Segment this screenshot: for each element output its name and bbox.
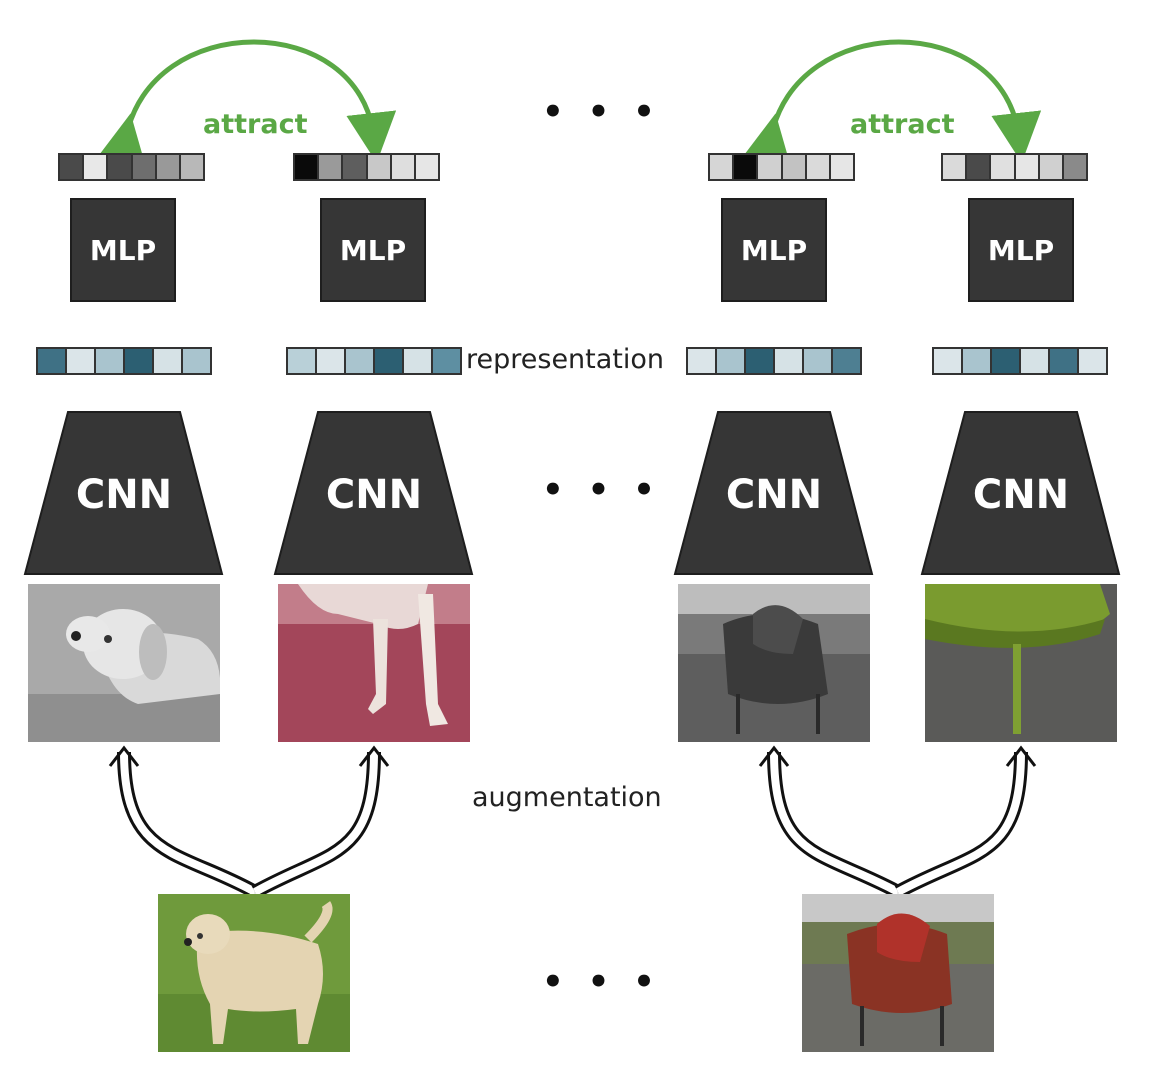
rep-cell bbox=[346, 349, 375, 373]
rep-cell bbox=[1021, 349, 1050, 373]
rep-cell bbox=[183, 349, 210, 373]
representation-label: representation bbox=[466, 344, 665, 375]
rep-cell bbox=[1050, 349, 1079, 373]
rep-cell bbox=[833, 349, 860, 373]
attract-arrow-left bbox=[96, 39, 397, 168]
augmented-image-dog-legs-red bbox=[278, 584, 470, 742]
proj-cell bbox=[967, 155, 992, 179]
rep-cell bbox=[67, 349, 96, 373]
proj-cell bbox=[132, 155, 157, 179]
rep-cell bbox=[38, 349, 67, 373]
proj-cell bbox=[84, 155, 109, 179]
rep-cell bbox=[96, 349, 125, 373]
proj-cell bbox=[806, 155, 831, 179]
aug-arrow-chair-left bbox=[767, 751, 902, 899]
proj-cell bbox=[1015, 155, 1040, 179]
rep-cell bbox=[934, 349, 963, 373]
rep-cell bbox=[125, 349, 154, 373]
proj-cell bbox=[295, 155, 320, 179]
proj-cell bbox=[60, 155, 85, 179]
mlp-box-4: MLP bbox=[968, 198, 1074, 302]
attract-label-right: attract bbox=[850, 109, 955, 140]
mlp-box-2: MLP bbox=[320, 198, 426, 302]
proj-cell bbox=[1039, 155, 1064, 179]
rep-cell bbox=[688, 349, 717, 373]
proj-cell bbox=[1063, 155, 1087, 179]
proj-cell bbox=[782, 155, 807, 179]
rep-cell bbox=[154, 349, 183, 373]
cnn-label-4: CNN bbox=[972, 472, 1070, 518]
cnn-label-1: CNN bbox=[75, 472, 173, 518]
proj-cell bbox=[415, 155, 439, 179]
mlp-box-1: MLP bbox=[70, 198, 176, 302]
proj-cell bbox=[734, 155, 759, 179]
attract-arrow-right bbox=[741, 39, 1042, 168]
rep-cell bbox=[746, 349, 775, 373]
rep-cell bbox=[288, 349, 317, 373]
attract-label-left: attract bbox=[203, 109, 308, 140]
proj-cell bbox=[758, 155, 783, 179]
original-image-dog bbox=[158, 894, 350, 1052]
proj-cell bbox=[710, 155, 735, 179]
proj-cell bbox=[156, 155, 181, 179]
representation-vector-4 bbox=[932, 347, 1108, 375]
cnn-trapezoid-2 bbox=[273, 411, 474, 575]
cnn-trapezoid-4 bbox=[920, 411, 1121, 575]
projection-vector-3 bbox=[708, 153, 855, 181]
rep-cell bbox=[433, 349, 460, 373]
projection-vector-1 bbox=[58, 153, 205, 181]
proj-cell bbox=[991, 155, 1016, 179]
rep-cell bbox=[317, 349, 346, 373]
original-image-chair bbox=[802, 894, 994, 1052]
projection-vector-2 bbox=[293, 153, 440, 181]
proj-cell bbox=[343, 155, 368, 179]
rep-cell bbox=[404, 349, 433, 373]
proj-cell bbox=[108, 155, 133, 179]
representation-vector-2 bbox=[286, 347, 462, 375]
cnn-trapezoid-1 bbox=[23, 411, 224, 575]
ellipsis-top: • • • bbox=[542, 92, 661, 132]
aug-arrow-dog-left bbox=[117, 751, 259, 899]
augmented-image-chair-green bbox=[925, 584, 1117, 742]
rep-cell bbox=[375, 349, 404, 373]
ellipsis-bottom: • • • bbox=[542, 962, 661, 1002]
cnn-label-2: CNN bbox=[325, 472, 423, 518]
proj-cell bbox=[367, 155, 392, 179]
proj-cell bbox=[830, 155, 854, 179]
proj-cell bbox=[391, 155, 416, 179]
representation-vector-3 bbox=[686, 347, 862, 375]
cnn-label-3: CNN bbox=[725, 472, 823, 518]
proj-cell bbox=[180, 155, 204, 179]
proj-cell bbox=[943, 155, 968, 179]
augmented-image-dog-grayscale bbox=[28, 584, 220, 742]
aug-arrow-dog-right bbox=[251, 751, 381, 899]
rep-cell bbox=[804, 349, 833, 373]
representation-vector-1 bbox=[36, 347, 212, 375]
rep-cell bbox=[775, 349, 804, 373]
mlp-box-3: MLP bbox=[721, 198, 827, 302]
augmented-image-chair-grayscale bbox=[678, 584, 870, 742]
rep-cell bbox=[992, 349, 1021, 373]
rep-cell bbox=[963, 349, 992, 373]
cnn-trapezoid-3 bbox=[673, 411, 874, 575]
ellipsis-middle: • • • bbox=[542, 470, 661, 510]
proj-cell bbox=[319, 155, 344, 179]
augmentation-label: augmentation bbox=[472, 782, 662, 813]
projection-vector-4 bbox=[941, 153, 1088, 181]
rep-cell bbox=[717, 349, 746, 373]
rep-cell bbox=[1079, 349, 1106, 373]
aug-arrow-chair-right bbox=[894, 751, 1028, 899]
